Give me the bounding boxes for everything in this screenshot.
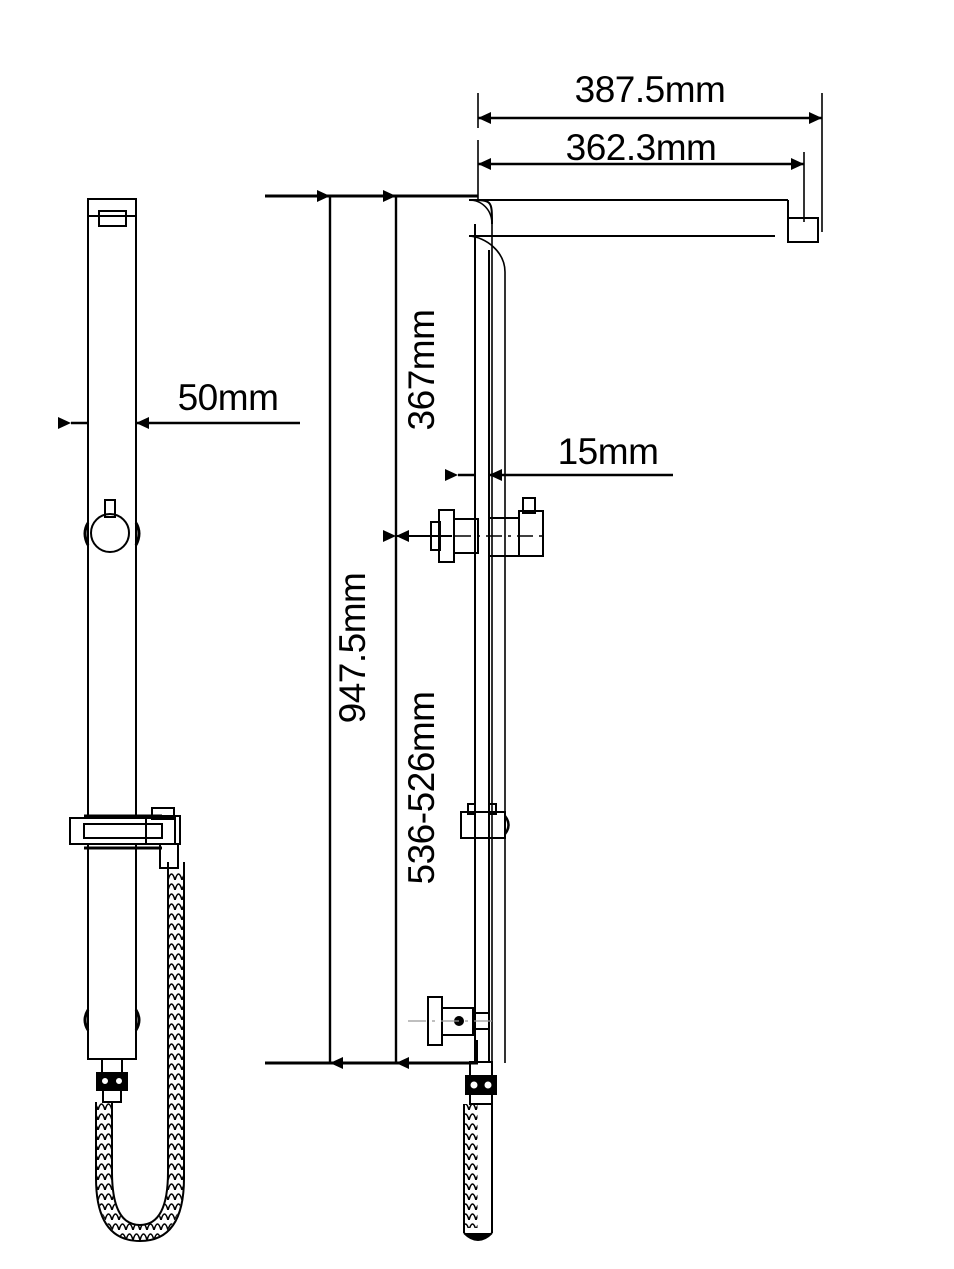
dimension-label-total-height: 947.5mm — [332, 573, 373, 724]
side-view-assembly — [69, 198, 185, 1243]
front-view-bottom-hose — [463, 1040, 497, 1241]
front-view-wall-inlet — [408, 996, 494, 1046]
front-view-shower-arm — [468, 199, 819, 1063]
front-view-riser — [474, 224, 490, 1063]
front-view-assembly — [408, 199, 819, 1241]
dimension-label-riser-height: 367mm — [401, 310, 442, 431]
dimension-valve-projection — [445, 455, 673, 500]
side-view-flexible-hose — [95, 843, 185, 1243]
dimension-arm-total — [477, 93, 823, 232]
dimension-label-arm-total: 387.5mm — [575, 69, 726, 110]
dimension-arm-effective — [477, 140, 805, 222]
dimension-text-layer: 387.5mm 362.3mm 50mm 15mm 367mm 947.5mm … — [178, 69, 726, 884]
front-view-slider-clamp — [460, 803, 510, 839]
front-view-diverter-valve — [424, 497, 548, 563]
side-view-hand-shower — [83, 843, 141, 1103]
side-view-slider-bracket — [69, 807, 181, 850]
side-view-control-knob — [83, 499, 141, 553]
side-view-column — [87, 216, 137, 818]
dimension-riser-height — [383, 190, 452, 1069]
dimension-label-slider-range: 536-526mm — [401, 692, 442, 885]
dimension-label-column-width: 50mm — [178, 377, 279, 418]
dimension-label-valve-projection: 15mm — [558, 431, 659, 472]
dimension-label-arm-effective: 362.3mm — [566, 127, 717, 168]
side-view-top-cap — [87, 198, 137, 227]
dimension-column-width — [58, 417, 300, 448]
